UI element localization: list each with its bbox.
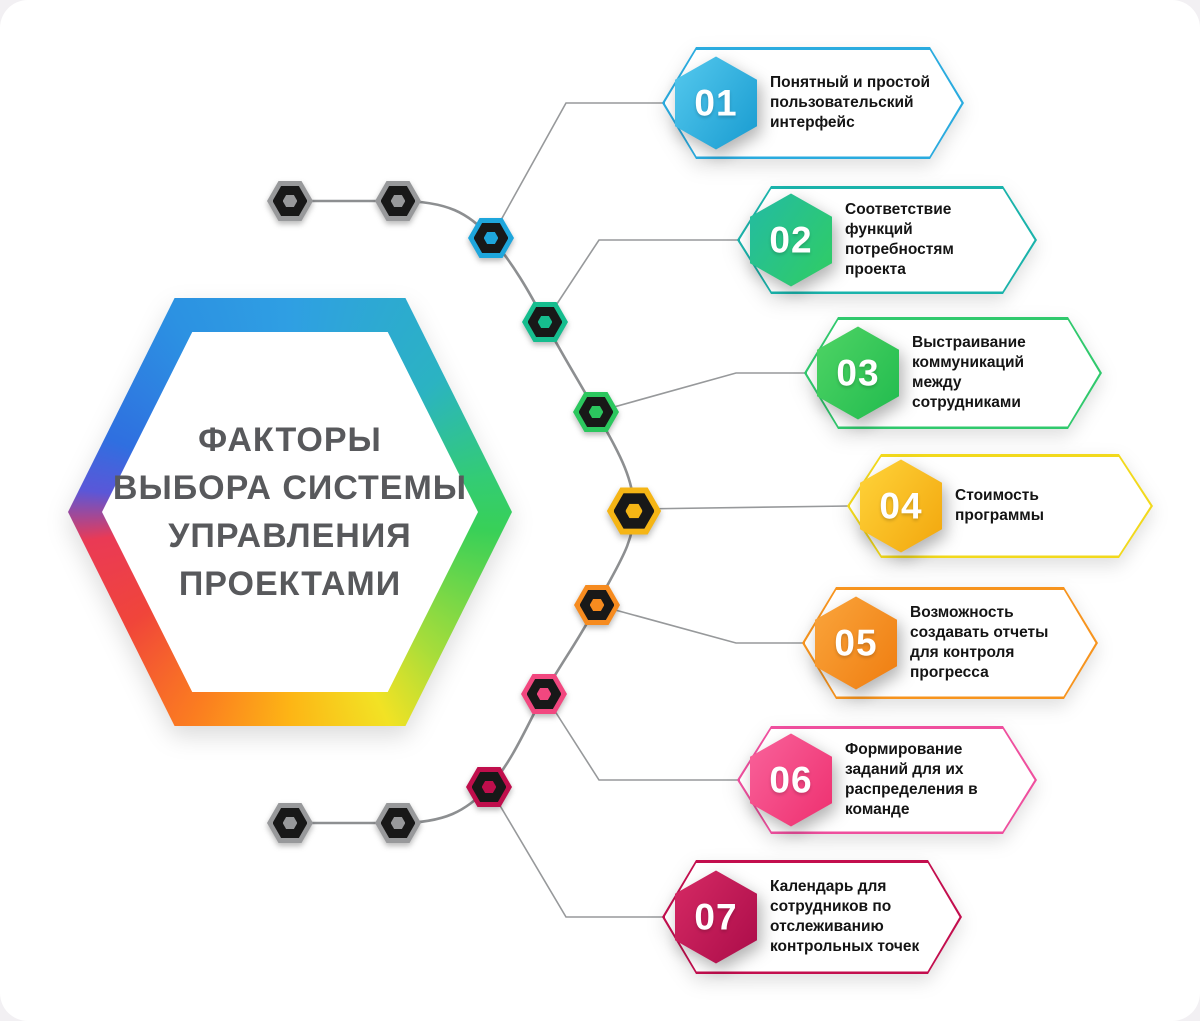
title-hexagon: ФАКТОРЫ ВЫБОРА СИСТЕМЫ УПРАВЛЕНИЯ ПРОЕКТ… <box>68 298 512 726</box>
connector-line-03 <box>595 372 806 413</box>
nut-icon-02 <box>522 302 568 342</box>
factor-number-hexagon: 07 <box>675 870 757 964</box>
factor-number-hexagon: 04 <box>860 459 942 553</box>
factor-text: Календарь для сотрудников по отслеживани… <box>770 877 920 956</box>
factor-text: Формирование заданий для их распределени… <box>845 740 978 819</box>
factor-text: Понятный и простой пользовательский инте… <box>770 73 930 132</box>
factor-badge-02: 02 Соответствие функций потребностям про… <box>737 186 1037 294</box>
nut-icon-05 <box>574 585 620 625</box>
factor-number-hexagon: 03 <box>817 326 899 420</box>
nut-icon-04 <box>606 487 662 535</box>
connector-line-01 <box>490 102 664 239</box>
factor-number: 03 <box>836 352 880 393</box>
factor-text: Возможность создавать отчеты для контрол… <box>910 603 1049 682</box>
main-title: ФАКТОРЫ ВЫБОРА СИСТЕМЫ УПРАВЛЕНИЯ ПРОЕКТ… <box>68 298 512 726</box>
main-title-line: ВЫБОРА СИСТЕМЫ <box>112 469 468 507</box>
factor-badge-04: 04 Стоимость программы <box>847 454 1153 558</box>
main-title-line: УПРАВЛЕНИЯ <box>168 517 412 555</box>
factor-text: Стоимость программы <box>955 486 1045 524</box>
nut-icon-07 <box>466 767 512 807</box>
factor-number-hexagon: 02 <box>750 193 832 287</box>
factor-number-hexagon: 05 <box>815 596 897 690</box>
factor-number: 05 <box>834 622 878 663</box>
factor-badge-06: 06 Формирование заданий для их распредел… <box>737 726 1037 834</box>
nut-icon-gray <box>267 181 313 221</box>
connector-line-07 <box>488 786 664 918</box>
nut-icon-gray <box>375 181 421 221</box>
factor-number: 02 <box>769 219 813 260</box>
main-title-line: ФАКТОРЫ <box>198 421 382 459</box>
main-title-line: ПРОЕКТАМИ <box>178 565 402 603</box>
nut-icon-01 <box>468 218 514 258</box>
factor-number: 04 <box>879 485 923 526</box>
title-hexagon-inner <box>102 332 478 692</box>
nut-icon-gray <box>375 803 421 843</box>
factor-text: Соответствие функций потребностям проект… <box>845 200 954 279</box>
connector-line-05 <box>596 604 804 644</box>
nut-icon-gray <box>267 803 313 843</box>
nut-icon-03 <box>573 392 619 432</box>
connector-line-06 <box>543 693 739 781</box>
factor-number-hexagon: 01 <box>675 56 757 150</box>
factor-badge-03: 03 Выстраивание коммуникаций между сотру… <box>804 317 1102 429</box>
factor-badge-01: 01 Понятный и простой пользовательский и… <box>662 47 964 159</box>
connector-line-02 <box>544 239 739 323</box>
factor-number: 01 <box>694 82 738 123</box>
nut-icon-06 <box>521 674 567 714</box>
factor-number: 07 <box>694 896 738 937</box>
factor-number: 06 <box>769 759 813 800</box>
connector-line-04 <box>636 505 850 510</box>
factor-text: Выстраивание коммуникаций между сотрудни… <box>912 333 1026 412</box>
factor-badge-05: 05 Возможность создавать отчеты для конт… <box>802 587 1098 699</box>
factor-number-hexagon: 06 <box>750 733 832 827</box>
factor-badge-07: 07 Календарь для сотрудников по отслежив… <box>662 860 962 974</box>
